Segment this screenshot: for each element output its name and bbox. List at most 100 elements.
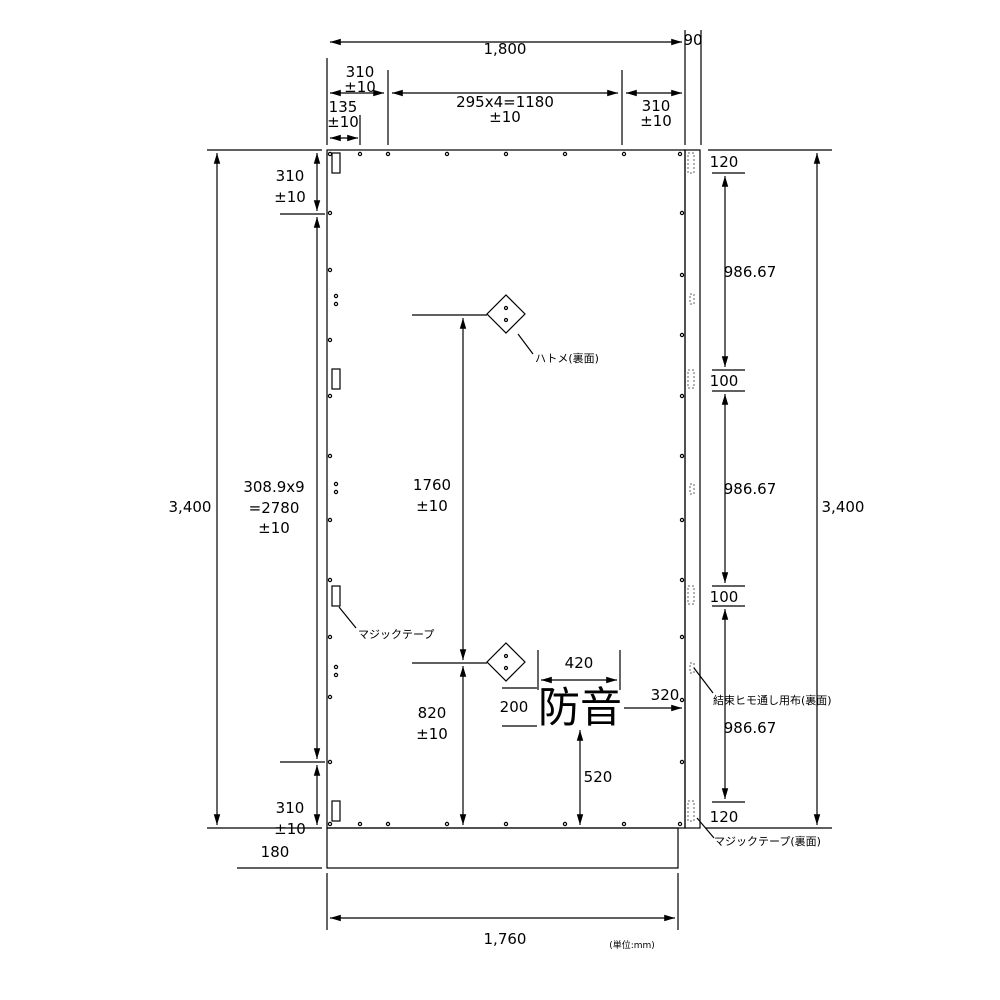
tie-cloth bbox=[689, 293, 695, 305]
eyelet-hole bbox=[679, 634, 685, 640]
eyelet-hole bbox=[327, 453, 333, 459]
eyelet-hole bbox=[677, 821, 683, 827]
eyelet-hole bbox=[562, 151, 568, 157]
velcro-patch bbox=[331, 585, 341, 607]
velcro-back bbox=[687, 585, 695, 605]
overall-width: 1,800 bbox=[484, 40, 527, 58]
eyelet-hole bbox=[327, 337, 333, 343]
top-margin: 310 bbox=[276, 167, 305, 185]
eyelet-hole bbox=[327, 821, 333, 827]
tolerance: ±10 bbox=[274, 188, 306, 206]
grommet-top bbox=[486, 294, 526, 334]
segment-3: 986.67 bbox=[724, 719, 777, 737]
tie-cloth bbox=[689, 662, 695, 674]
eyelet-hole bbox=[385, 821, 391, 827]
right-margin: 310 bbox=[642, 97, 671, 115]
eyelet-hole bbox=[333, 293, 339, 299]
tie-cloth bbox=[689, 483, 695, 495]
velcro-back bbox=[687, 800, 695, 822]
tolerance: ±10 bbox=[344, 78, 376, 96]
eyelet-hole bbox=[327, 151, 333, 157]
bottom-width: 1,760 bbox=[484, 930, 527, 948]
tolerance: ±10 bbox=[274, 820, 306, 838]
label-width: 420 bbox=[565, 654, 594, 672]
label-height: 200 bbox=[500, 698, 529, 716]
segment-1: 986.67 bbox=[724, 263, 777, 281]
eyelet-hole bbox=[621, 151, 627, 157]
pitch-total: =2780 bbox=[249, 499, 300, 517]
eyelet-hole bbox=[679, 210, 685, 216]
eyelet-hole bbox=[327, 517, 333, 523]
eyelet-hole bbox=[333, 301, 339, 307]
top-offset: 120 bbox=[710, 153, 739, 171]
first-eyelet: 135 bbox=[329, 98, 358, 116]
eyelet-hole bbox=[679, 517, 685, 523]
eyelet-hole bbox=[679, 453, 685, 459]
velcro-patch bbox=[331, 368, 341, 390]
tolerance: ±10 bbox=[258, 519, 290, 537]
bottom-extension bbox=[326, 827, 679, 869]
strip-width: 90 bbox=[683, 31, 702, 49]
eyelet-hole bbox=[679, 697, 685, 703]
eyelet-hole bbox=[679, 577, 685, 583]
eyelet-hole bbox=[679, 393, 685, 399]
gap-2: 100 bbox=[710, 588, 739, 606]
eyelet-hole bbox=[327, 759, 333, 765]
bottom-dimensions: 1,760 (単位:mm) bbox=[326, 873, 679, 951]
pitch: 295x4=1180 bbox=[456, 93, 554, 111]
eyelet-hole bbox=[679, 332, 685, 338]
right-dimensions: 120 986.67 100 986.67 100 986.67 120 3,4… bbox=[693, 149, 865, 848]
left-dimensions: 3,400 310 ±10 308.9x9 =2780 ±10 310 ±10 … bbox=[169, 149, 325, 869]
tie-cloth-callout: 結束ヒモ通し用布(裏面) bbox=[713, 693, 832, 707]
soundproof-label: 防音 bbox=[538, 683, 622, 732]
eyelet-hole bbox=[333, 672, 339, 678]
tolerance: ±10 bbox=[327, 113, 359, 131]
overall-height: 3,400 bbox=[169, 498, 212, 516]
overall-height-right: 3,400 bbox=[822, 498, 865, 516]
eyelet-hole bbox=[333, 481, 339, 487]
eyelet-hole bbox=[621, 821, 627, 827]
eyelet-hole bbox=[503, 821, 509, 827]
grommet-bottom bbox=[486, 642, 526, 682]
bottom-margin: 310 bbox=[276, 799, 305, 817]
tolerance: ±10 bbox=[489, 108, 521, 126]
tolerance: ±10 bbox=[640, 112, 672, 130]
velcro-patch bbox=[331, 800, 341, 822]
eyelet-hole bbox=[333, 489, 339, 495]
eyelets bbox=[327, 151, 685, 827]
eyelet-hole bbox=[327, 210, 333, 216]
extension-height: 180 bbox=[261, 843, 290, 861]
tolerance: ±10 bbox=[416, 725, 448, 743]
gap-1: 100 bbox=[710, 372, 739, 390]
eyelet-hole bbox=[327, 267, 333, 273]
eyelet-hole bbox=[333, 664, 339, 670]
eyelet-hole bbox=[562, 821, 568, 827]
bottom-offset: 120 bbox=[710, 808, 739, 826]
eyelet-hole bbox=[327, 577, 333, 583]
pitch: 308.9x9 bbox=[243, 478, 304, 496]
grommet-callout: ハトメ(裏面) bbox=[535, 351, 599, 365]
left-margin: 310 bbox=[346, 63, 375, 81]
eyelet-hole bbox=[503, 151, 509, 157]
velcro-back bbox=[687, 369, 695, 389]
eyelet-hole bbox=[327, 393, 333, 399]
label-right-offset: 320 bbox=[651, 686, 680, 704]
side-strip bbox=[684, 149, 701, 829]
eyelet-hole bbox=[679, 272, 685, 278]
grommet-spacing: 1760 bbox=[413, 476, 451, 494]
eyelet-hole bbox=[677, 151, 683, 157]
velcro-callout: マジックテープ bbox=[358, 628, 434, 641]
eyelet-hole bbox=[444, 821, 450, 827]
eyelet-hole bbox=[679, 759, 685, 765]
eyelet-hole bbox=[385, 151, 391, 157]
grommet-bottom-distance: 820 bbox=[418, 704, 447, 722]
eyelet-hole bbox=[444, 151, 450, 157]
eyelet-hole bbox=[357, 151, 363, 157]
velcro-back bbox=[687, 152, 695, 174]
center-dimensions: 1760 ±10 820 ±10 ハトメ(裏面) マジックテープ 420 200… bbox=[338, 314, 682, 825]
eyelet-hole bbox=[327, 694, 333, 700]
top-dimensions: 1,800 90 310 ±10 295x4=1180 ±10 310 ±10 … bbox=[326, 30, 703, 145]
velcro-back-callout: マジックテープ(裏面) bbox=[714, 834, 821, 848]
segment-2: 986.67 bbox=[724, 480, 777, 498]
